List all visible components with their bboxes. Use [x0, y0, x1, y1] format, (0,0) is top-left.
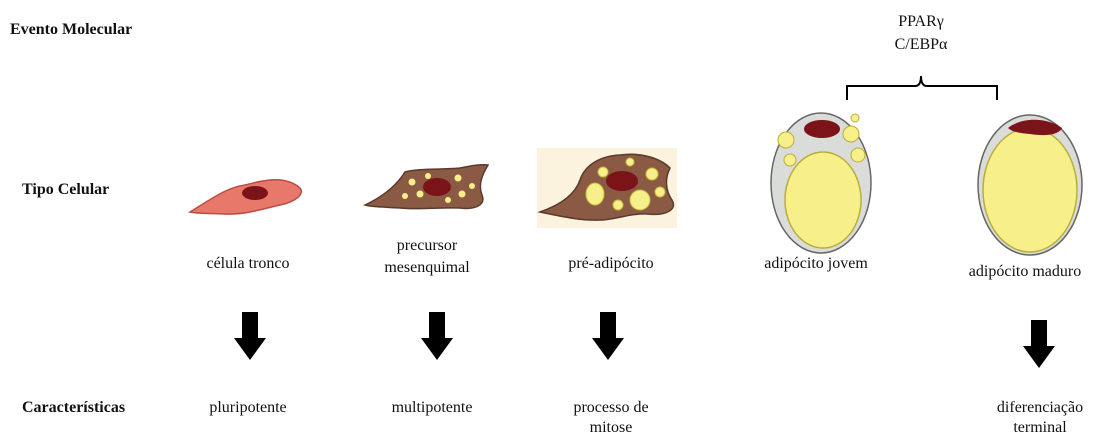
- trait-stem-cell: pluripotente: [209, 398, 286, 418]
- trait-pre-adipocyte-line1: processo de: [573, 398, 648, 418]
- stage-name-young-adipocyte: adipócito jovem: [764, 254, 868, 274]
- young-adipocyte-nucleus: [804, 120, 840, 138]
- mesenchymal-precursor-illustration: [365, 165, 488, 209]
- stage-name-stem-cell: célula tronco: [206, 254, 289, 274]
- arrow-precursor-down: [421, 312, 453, 360]
- arrow-pre-adipocyte-down: [592, 312, 624, 360]
- trait-precursor: multipotente: [392, 398, 473, 418]
- arrow-stem-cell-down: [234, 312, 266, 360]
- mature-adipocyte-illustration: [978, 115, 1082, 255]
- pre-adipocyte-nucleus: [606, 171, 638, 191]
- stem-cell-illustration: [190, 180, 301, 214]
- mesenchymal-precursor-nucleus: [423, 178, 451, 196]
- stage-name-precursor-line1: precursor: [397, 236, 457, 256]
- pre-adipocyte-illustration: [537, 148, 677, 228]
- stage-name-mature-adipocyte: adipócito maduro: [969, 262, 1081, 282]
- stage-name-precursor-line2: mesenquimal: [384, 258, 469, 278]
- trait-pre-adipocyte-line2: mitose: [590, 418, 633, 438]
- trait-mature-adipocyte-line1: diferenciação: [997, 398, 1083, 418]
- arrow-mature-adipocyte-down: [1023, 320, 1055, 368]
- factor-brace: [847, 76, 997, 100]
- trait-mature-adipocyte-line2: terminal: [1013, 418, 1066, 438]
- stem-cell-nucleus: [242, 186, 268, 200]
- young-adipocyte-illustration: [771, 113, 871, 253]
- stage-name-pre-adipocyte: pré-adipócito: [568, 254, 653, 274]
